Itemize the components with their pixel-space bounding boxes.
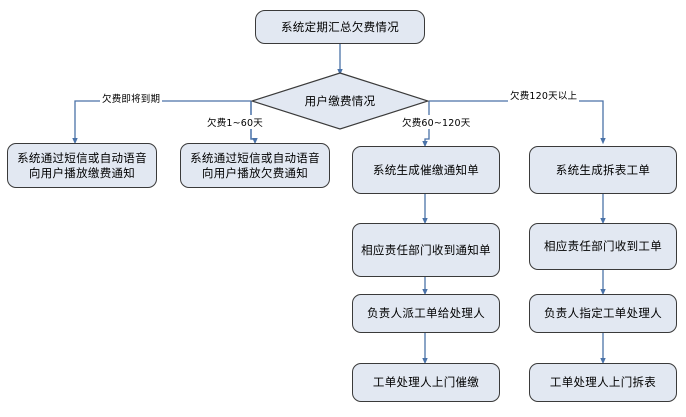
edge-label-60-120: 欠费60~120天: [400, 115, 473, 129]
node-sms-voice-payment-notice-label: 系统通过短信或自动语音向用户播放缴费通知: [17, 150, 147, 180]
node-decision-label: 用户缴费情况: [304, 94, 376, 108]
node-manager-designates-handler-label: 负责人指定工单处理人: [544, 306, 662, 320]
node-department-receives-notice-label: 相应责任部门收到通知单: [361, 242, 491, 257]
node-manager-designates-handler[interactable]: 负责人指定工单处理人: [529, 294, 677, 333]
node-sms-voice-payment-notice[interactable]: 系统通过短信或自动语音向用户播放缴费通知: [7, 143, 157, 188]
node-department-receives-workorder[interactable]: 相应责任部门收到工单: [529, 223, 677, 270]
node-sms-voice-arrears-notice[interactable]: 系统通过短信或自动语音向用户播放欠费通知: [180, 143, 330, 188]
node-generate-dunning-notice-label: 系统生成催缴通知单: [372, 162, 480, 177]
node-decision[interactable]: 用户缴费情况: [251, 72, 429, 130]
node-start-label: 系统定期汇总欠费情况: [281, 19, 399, 34]
node-generate-removal-workorder[interactable]: 系统生成拆表工单: [529, 146, 677, 194]
node-handler-visits-dunning-label: 工单处理人上门催缴: [372, 375, 480, 389]
node-department-receives-notice[interactable]: 相应责任部门收到通知单: [352, 223, 500, 277]
edge-label-1-60: 欠费1~60天: [205, 115, 265, 129]
node-manager-assigns-workorder-label: 负责人派工单给处理人: [367, 306, 485, 320]
node-handler-visits-removal[interactable]: 工单处理人上门拆表: [529, 363, 677, 402]
node-sms-voice-arrears-notice-label: 系统通过短信或自动语音向用户播放欠费通知: [190, 150, 320, 180]
node-start[interactable]: 系统定期汇总欠费情况: [255, 10, 425, 44]
node-handler-visits-dunning[interactable]: 工单处理人上门催缴: [352, 363, 500, 402]
node-generate-dunning-notice[interactable]: 系统生成催缴通知单: [352, 146, 500, 194]
node-manager-assigns-workorder[interactable]: 负责人派工单给处理人: [352, 294, 500, 333]
node-department-receives-workorder-label: 相应责任部门收到工单: [544, 239, 662, 253]
diamond-shape: [251, 72, 429, 130]
edge-label-about-to-expire: 欠费即将到期: [100, 91, 163, 105]
edge-label-over-120: 欠费120天以上: [508, 88, 580, 102]
node-handler-visits-removal-label: 工单处理人上门拆表: [549, 375, 657, 389]
node-generate-removal-workorder-label: 系统生成拆表工单: [555, 162, 651, 177]
